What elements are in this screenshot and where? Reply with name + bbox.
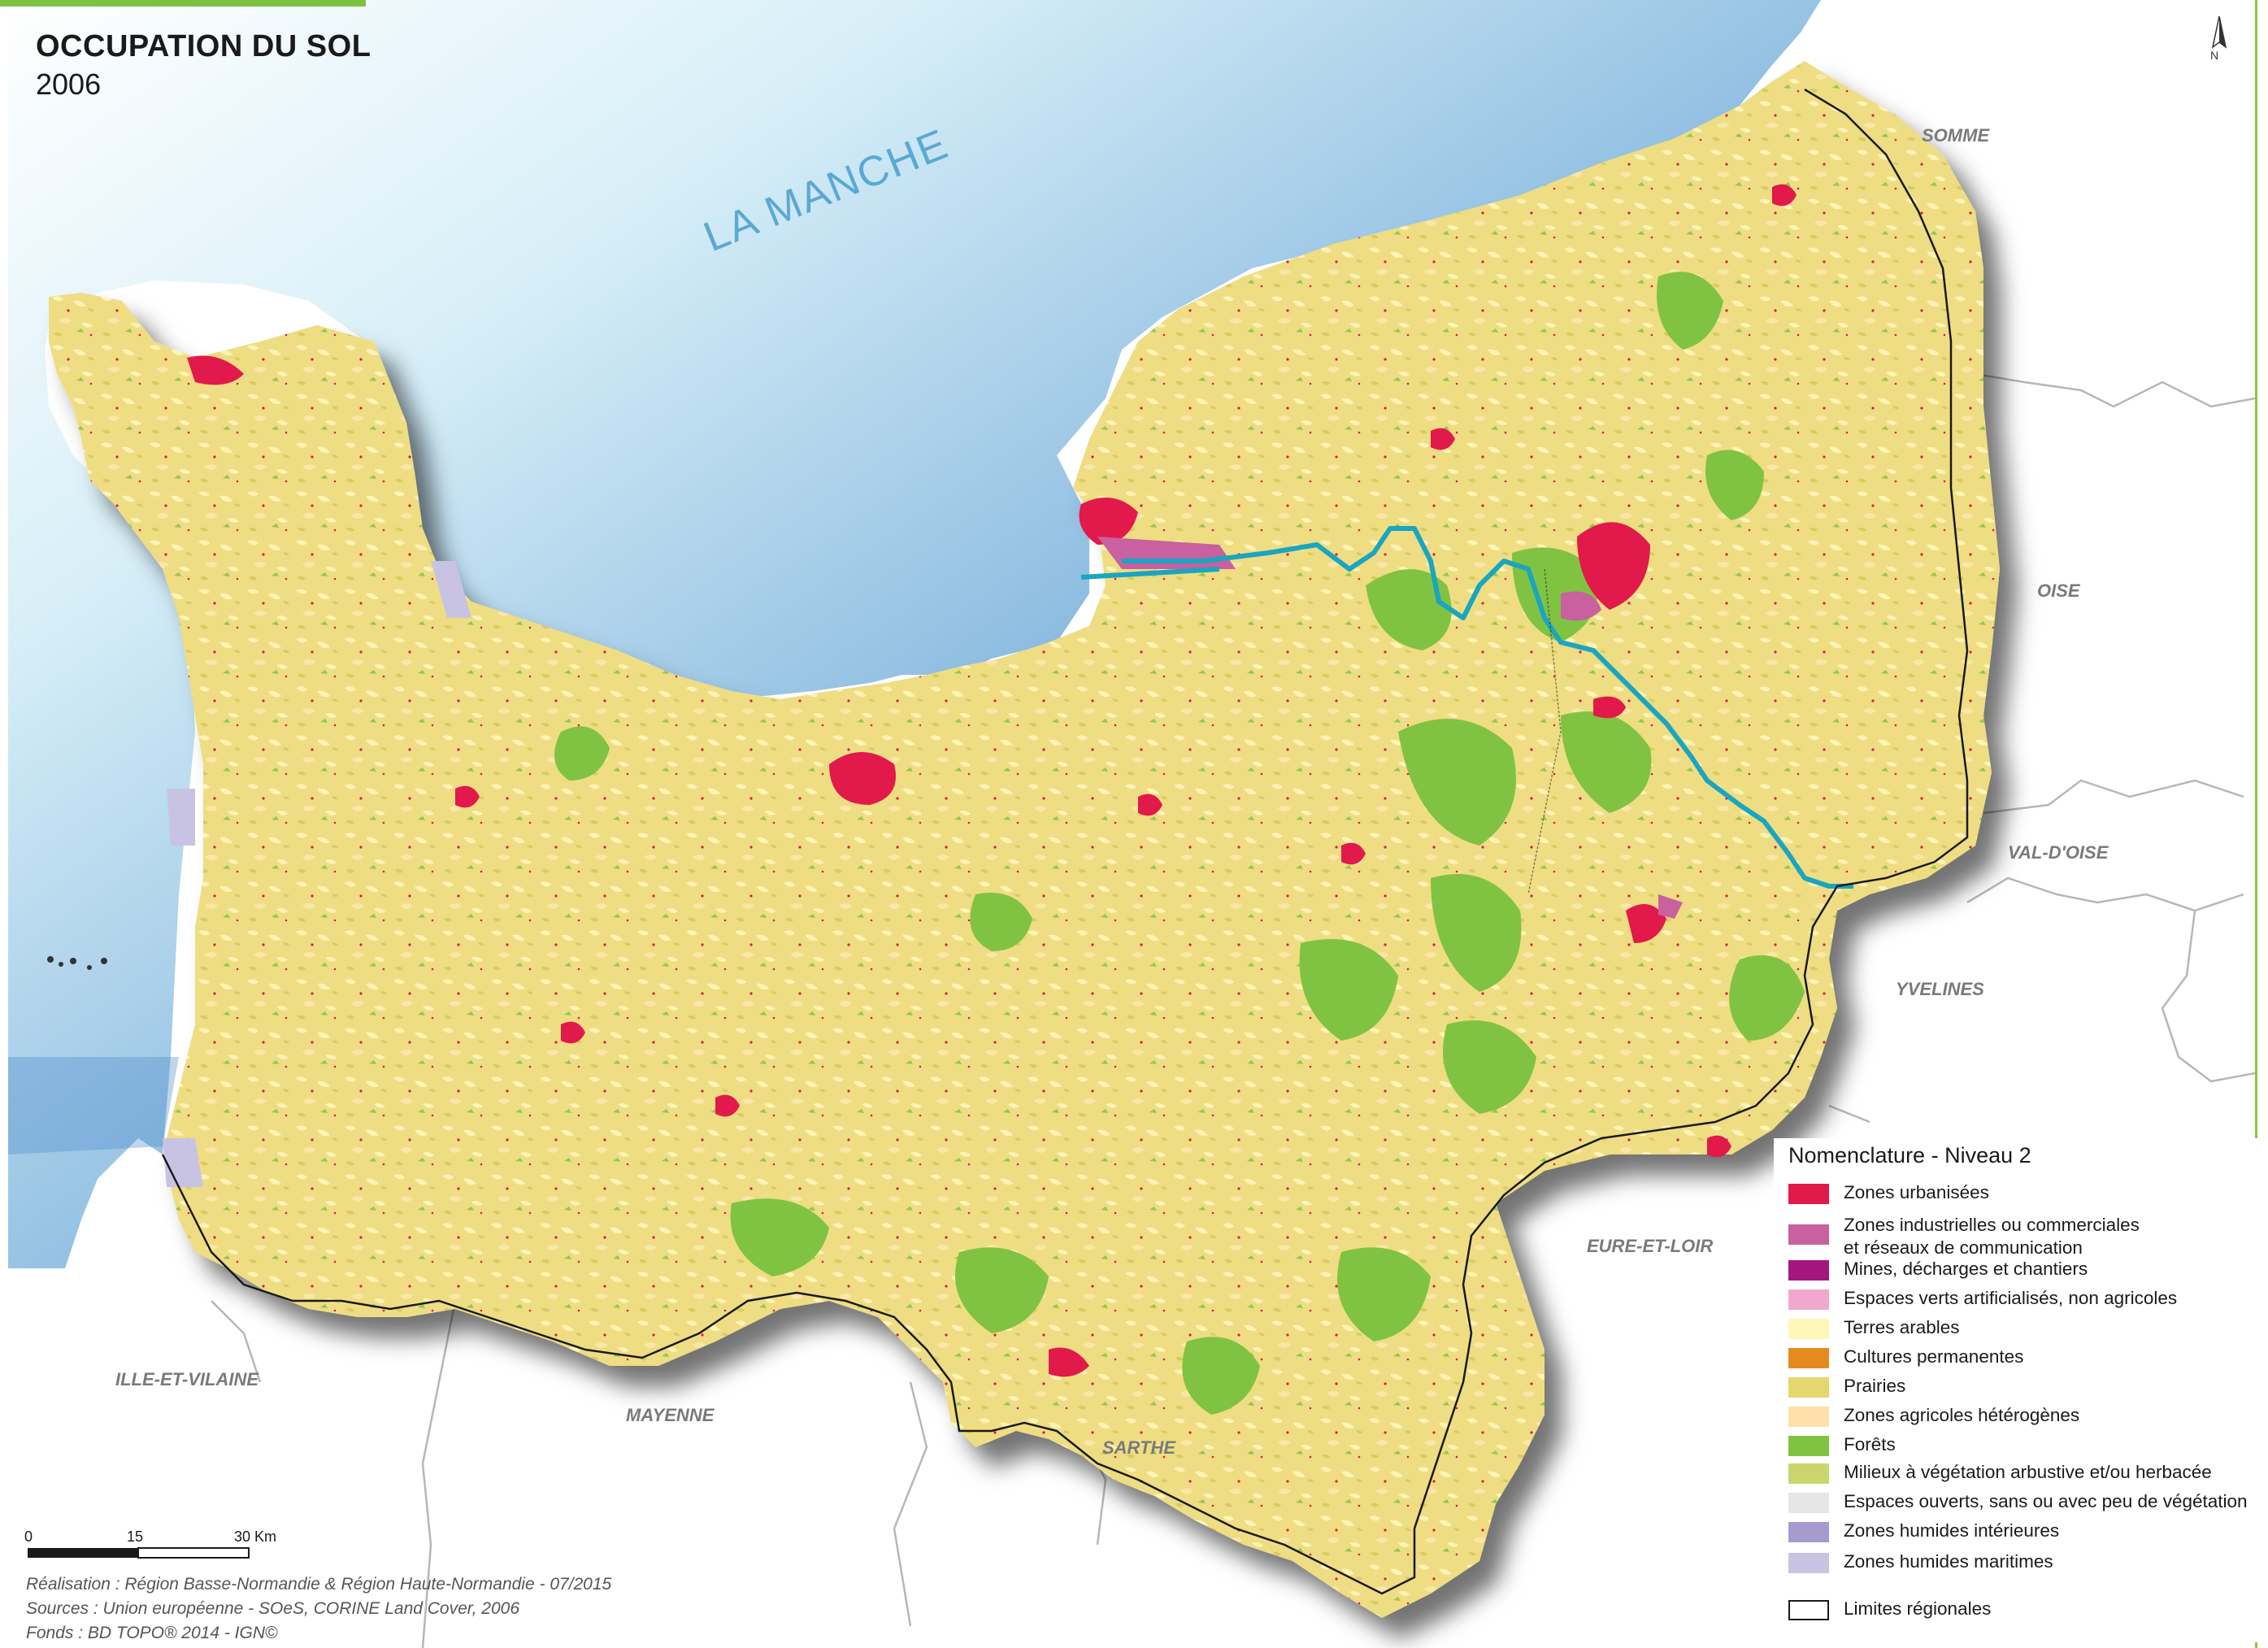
legend-item-open-spaces: Espaces ouverts, sans ou avec peu de vég… [1788,1491,2248,1513]
legend-label: Forêts [1844,1434,1896,1455]
legend-label: Mines, décharges et chantiers [1844,1259,2088,1279]
legend-item-green-spaces: Espaces verts artificialisés, non agrico… [1788,1288,2178,1310]
legend-swatch [1788,1493,1829,1513]
legend-swatch [1788,1224,1829,1245]
region-landmass [49,61,2000,1618]
legend-swatch [1788,1184,1829,1204]
legend-label-line2: et réseaux de communication [1844,1237,2083,1258]
legend-item-arable: Terres arables [1788,1317,1960,1339]
legend-item-inland-wetlands: Zones humides intérieures [1788,1520,2060,1542]
regional-boundary [161,88,1969,1595]
sea-area [8,0,1821,1268]
legend-item-permanent-crops: Cultures permanentes [1788,1346,2024,1368]
scale-label-30: 30 Km [234,1528,277,1545]
legend-swatch [1788,1436,1829,1456]
scale-label-0: 0 [24,1528,33,1545]
legend-label-line1: Zones industrielles ou commerciales [1844,1215,2140,1235]
legend-label: Terres arables [1844,1317,1960,1337]
legend-label: Zones agricoles hétérogènes [1844,1405,2080,1425]
legend-item-mines: Mines, décharges et chantiers [1788,1259,2088,1281]
legend-label: Cultures permanentes [1844,1346,2024,1367]
dept-label-somme: SOMME [1922,125,1990,146]
title-block: OCCUPATION DU SOL 2006 [36,29,371,102]
legend-label: Zones urbanisées [1844,1182,1989,1202]
legend-swatch [1788,1377,1829,1398]
dept-label-ille-et-vilaine: ILLE-ET-VILAINE [115,1369,259,1389]
dept-label-yvelines: YVELINES [1896,979,1984,999]
coastal-wetlands [163,561,471,1187]
legend-swatch [1788,1407,1829,1427]
forest-patches [554,272,1805,1415]
legend-swatch [1788,1348,1829,1368]
scale-bar [28,1547,250,1559]
legend-swatch [1788,1289,1829,1310]
legend-label: Espaces verts artificialisés, non agrico… [1844,1288,2178,1308]
frame-accent [0,0,366,7]
islands [47,956,107,970]
legend-item-heterogeneous: Zones agricoles hétérogènes [1788,1405,2080,1427]
dept-label-sarthe: SARTHE [1102,1437,1176,1458]
dept-label-mayenne: MAYENNE [626,1405,715,1425]
scale-label-15: 15 [127,1528,144,1545]
credit-line: Fonds : BD TOPO® 2014 - IGN© [26,1624,278,1642]
legend-swatch [1788,1260,1829,1281]
dept-label-eure-et-loir: EURE-ET-LOIR [1587,1236,1714,1256]
legend-item-forests: Forêts [1788,1434,1896,1456]
legend-item-meadows: Prairies [1788,1376,1906,1398]
legend-swatch [1788,1600,1829,1620]
dept-label-oise: OISE [2037,580,2080,601]
legend-item-industrial: Zones industrielles ou commerciales et r… [1788,1214,2140,1259]
legend-swatch [1788,1463,1829,1484]
legend-swatch [1788,1553,1829,1573]
legend-label: Zones industrielles ou commerciales et r… [1844,1214,2140,1259]
north-label: N [2210,49,2219,62]
legend-label: Espaces ouverts, sans ou avec peu de vég… [1844,1491,2248,1511]
neighbour-boundaries [211,372,2256,1648]
legend-item-boundary: Limites régionales [1788,1598,1992,1620]
urban-areas [187,184,1797,1377]
dept-label-val-d-oise: VAL-D'OISE [2008,842,2109,863]
map-title: OCCUPATION DU SOL [36,29,371,63]
legend-item-maritime-wetlands: Zones humides maritimes [1788,1551,2053,1573]
legend-title: Nomenclature - Niveau 2 [1788,1143,2031,1168]
north-arrow-icon [2211,15,2227,49]
legend-label: Zones humides maritimes [1844,1551,2053,1572]
legend-item-urban: Zones urbanisées [1788,1182,1989,1204]
legend-label: Zones humides intérieures [1844,1520,2060,1541]
legend-swatch [1788,1522,1829,1542]
credit-line: Réalisation : Région Basse-Normandie & R… [26,1575,612,1594]
credits: Réalisation : Région Basse-Normandie & R… [26,1572,611,1646]
legend-item-shrubland: Milieux à végétation arbustive et/ou her… [1788,1462,2212,1484]
legend-label: Milieux à végétation arbustive et/ou her… [1844,1462,2212,1482]
legend-swatch [1788,1319,1829,1339]
legend-label: Limites régionales [1844,1598,1992,1619]
legend-label: Prairies [1844,1376,1906,1396]
legend: Nomenclature - Niveau 2 Zones urbanisées… [1774,1138,2261,1642]
seine-river [1122,526,1853,889]
credit-line: Sources : Union européenne - SOeS, CORIN… [26,1599,520,1618]
map-subtitle: 2006 [36,67,102,101]
